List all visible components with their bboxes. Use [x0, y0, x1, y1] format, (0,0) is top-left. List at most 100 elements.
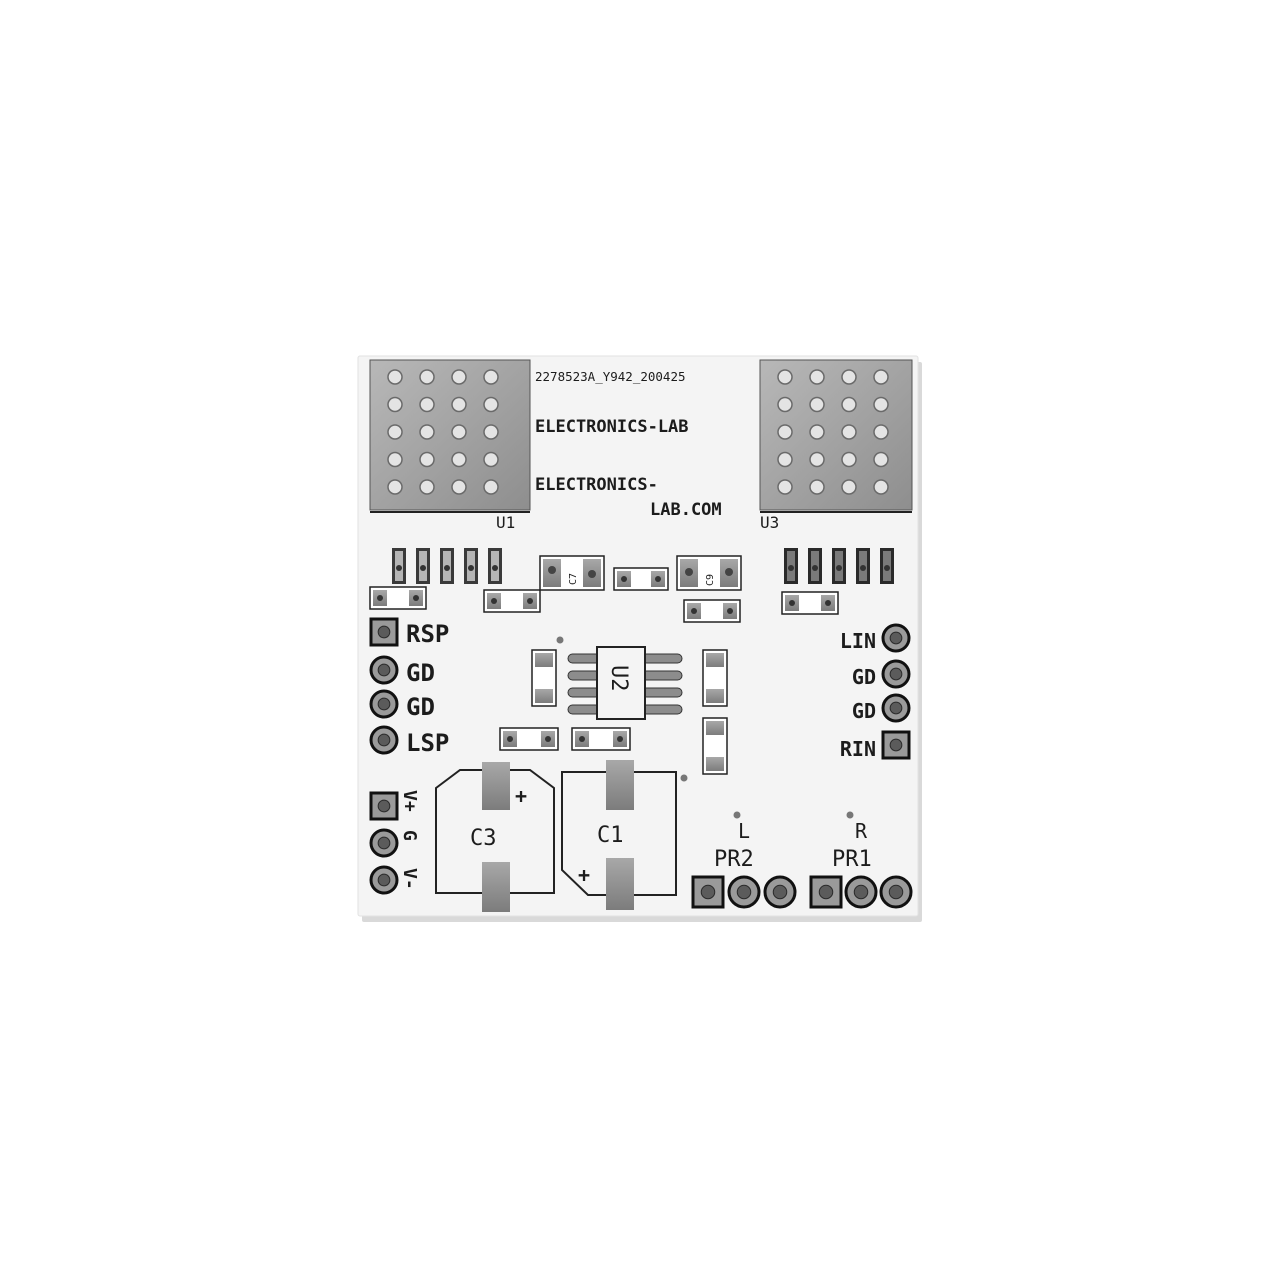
through-hole	[772, 884, 788, 900]
u2-label: U2	[606, 665, 631, 692]
u2-pin	[567, 670, 601, 681]
pad-row-right	[784, 548, 894, 584]
pr1-header	[809, 875, 913, 909]
via	[733, 811, 741, 819]
heatsink-via	[451, 451, 467, 468]
through-hole	[700, 884, 716, 900]
heatsink-via	[873, 451, 889, 468]
through-hole	[889, 738, 903, 752]
heatsink-via	[419, 479, 435, 495]
heatsink-via	[777, 369, 793, 385]
heatsink-via	[483, 369, 499, 385]
heatsink-via	[841, 479, 857, 495]
smd-pad	[535, 689, 553, 703]
via	[680, 774, 688, 782]
right-pin-label: LIN	[840, 629, 876, 653]
through-hole	[889, 631, 903, 645]
pr2-label: PR2	[714, 847, 754, 872]
smd-pad	[535, 653, 553, 667]
heatsink-via	[841, 451, 857, 468]
pad-via	[491, 598, 497, 604]
c1-plus-mark: +	[578, 863, 590, 887]
c3-plus-mark: +	[515, 784, 527, 808]
pad-via	[507, 736, 513, 742]
heatsink-via	[809, 424, 825, 440]
pr2-header	[691, 875, 797, 909]
heatsink-via	[777, 424, 793, 440]
heatsink-via	[419, 424, 435, 440]
through-hole	[889, 701, 903, 715]
heatsink-via	[419, 396, 435, 413]
pad-via	[691, 608, 697, 614]
heatsink-via	[841, 369, 857, 385]
through-hole	[853, 884, 869, 900]
heatsink-via	[777, 396, 793, 413]
heatsink-via	[387, 424, 403, 440]
pad-via	[396, 565, 402, 571]
u3-label: U3	[760, 513, 779, 532]
heatsink-via	[483, 451, 499, 468]
brand-line-1: ELECTRONICS-LAB	[535, 417, 689, 437]
through-hole	[377, 663, 391, 677]
heatsink-via	[387, 369, 403, 385]
c3-capacitor-footprint	[435, 762, 555, 912]
pad-via	[579, 736, 585, 742]
brand-line-2a: ELECTRONICS-	[535, 475, 658, 495]
square-pad	[881, 730, 911, 760]
u2-chip-footprint	[567, 646, 683, 720]
through-hole	[377, 733, 391, 747]
left-header	[369, 617, 399, 755]
pad-row-left	[392, 548, 502, 584]
pad-via	[788, 565, 794, 571]
c7-capacitor	[539, 555, 605, 591]
heatsink-via	[387, 479, 403, 495]
heatsink-via	[873, 424, 889, 440]
u2-pin	[567, 687, 601, 698]
heatsink-via	[873, 396, 889, 413]
smd-pad	[706, 653, 724, 667]
c7-label: C7	[568, 573, 579, 585]
heatsink-via	[387, 451, 403, 468]
u3-module	[759, 359, 913, 513]
pad-via	[468, 565, 474, 571]
c9-capacitor	[676, 555, 742, 591]
pad-via	[860, 565, 866, 571]
pad-via	[377, 595, 383, 601]
through-hole	[888, 884, 904, 900]
heatsink-via	[777, 479, 793, 495]
pr2-side-label: L	[738, 819, 750, 843]
heatsink-via	[483, 396, 499, 413]
heatsink-via	[809, 396, 825, 413]
power-header	[369, 791, 399, 895]
pad-via	[812, 565, 818, 571]
left-pin-label: RSP	[406, 620, 449, 648]
through-hole	[377, 697, 391, 711]
c1-capacitor-footprint	[561, 760, 677, 910]
brand-line-2b: LAB.COM	[650, 500, 722, 520]
heatsink-via	[777, 451, 793, 468]
left-pin-label: GD	[406, 659, 435, 687]
heatsink-via	[483, 479, 499, 495]
through-hole	[377, 799, 391, 813]
through-hole	[889, 667, 903, 681]
u2-pin	[567, 704, 601, 715]
via	[556, 636, 564, 644]
heatsink-via	[387, 396, 403, 413]
heatsink-via	[809, 369, 825, 385]
pad-via	[621, 576, 627, 582]
square-pad	[369, 617, 399, 647]
right-header	[881, 623, 911, 760]
pr1-side-label: R	[855, 819, 868, 843]
pad-via	[444, 565, 450, 571]
order-code: 2278523A_Y942_200425	[535, 369, 686, 384]
through-hole	[377, 873, 391, 887]
pad-via	[825, 600, 831, 606]
left-pin-label: LSP	[406, 729, 449, 757]
u2-pin	[641, 704, 683, 715]
pad-via	[884, 565, 890, 571]
heatsink-via	[451, 369, 467, 385]
heatsink-via	[419, 369, 435, 385]
left-pin-label: GD	[406, 693, 435, 721]
